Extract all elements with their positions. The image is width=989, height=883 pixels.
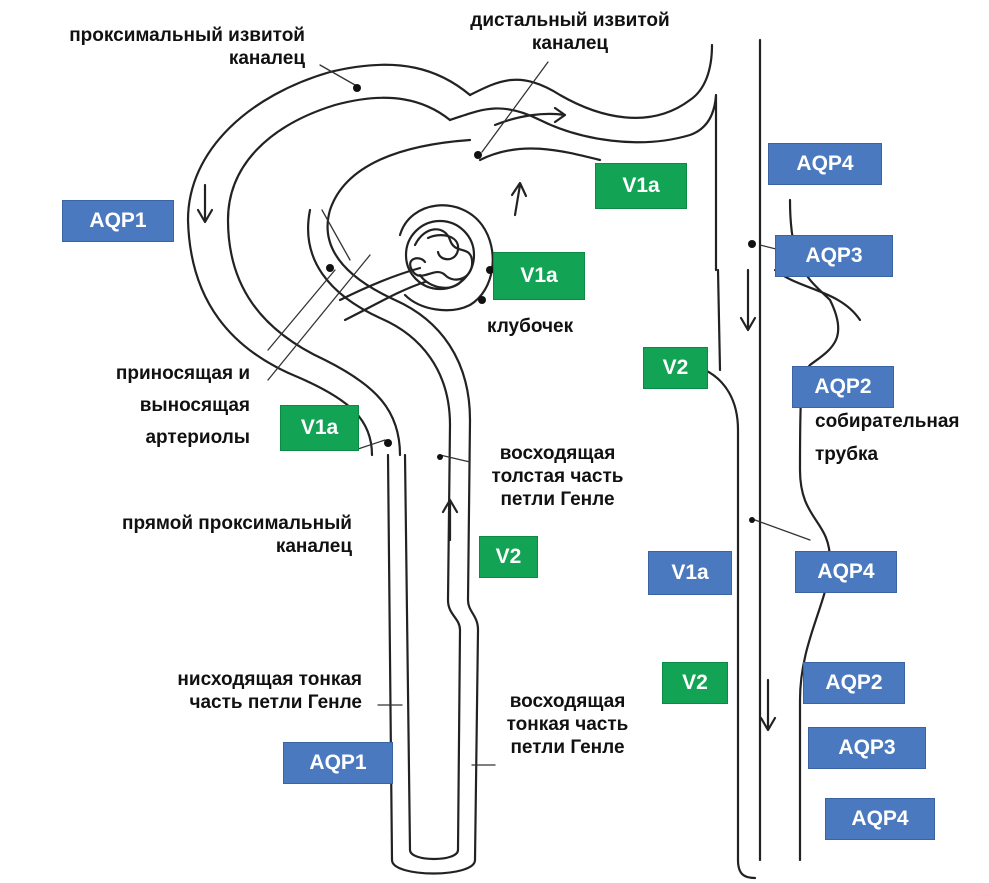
arrow-ascending-thick <box>443 500 457 540</box>
label-line: тонкая часть <box>485 713 650 736</box>
label-line: каналец <box>5 47 305 70</box>
label-line: каналец <box>40 535 352 558</box>
label-distal-convoluted-tubule: дистальный извитой каналец <box>430 9 710 55</box>
label-line: собирательная <box>815 410 960 433</box>
badge-aqp2-top: AQP2 <box>792 366 894 408</box>
badge-v2-loop: V2 <box>479 536 538 578</box>
label-collecting-duct: собирательная трубка <box>815 410 960 466</box>
arrow-duct-bottom <box>761 680 775 730</box>
label-line: каналец <box>430 32 710 55</box>
label-line: дистальный извитой <box>430 9 710 32</box>
label-line: петли Генле <box>485 736 650 759</box>
distal-tubule-lower-wall <box>480 148 600 160</box>
label-proximal-convoluted-tubule: проксимальный извитой каналец <box>5 24 305 70</box>
label-line: толстая часть <box>470 465 645 488</box>
badge-aqp4-top: AQP4 <box>768 143 882 185</box>
label-line: петли Генле <box>470 488 645 511</box>
label-thin-descending-limb: нисходящая тонкая часть петли Генле <box>100 668 362 714</box>
badge-v1a-distal: V1a <box>595 163 687 209</box>
label-line: восходящая <box>485 690 650 713</box>
badge-aqp1-proximal: AQP1 <box>62 200 174 242</box>
proximal-tubule-inner-wall <box>228 98 450 455</box>
label-thick-ascending-limb: восходящая толстая часть петли Генле <box>470 442 645 511</box>
label-line: прямой проксимальный <box>40 512 352 535</box>
badge-v1a-duct: V1a <box>648 551 732 595</box>
label-line: проксимальный извитой <box>5 24 305 47</box>
badge-aqp1-descending: AQP1 <box>283 742 393 784</box>
arrow-duct-top <box>741 270 755 330</box>
label-glomerulus: клубочек <box>487 315 573 338</box>
glomerulus-tuft <box>406 221 474 289</box>
badge-v2-lower: V2 <box>662 662 728 704</box>
label-line: часть петли Генле <box>100 691 362 714</box>
arrow-ascending-top <box>512 183 526 215</box>
label-straight-proximal-tubule: прямой проксимальный каналец <box>40 512 352 558</box>
arrow-proximal <box>198 185 212 222</box>
descending-limb-outer-wall <box>388 420 478 874</box>
badge-aqp2-bottom: AQP2 <box>803 662 905 704</box>
badge-v2-mid: V2 <box>643 347 708 389</box>
label-line: нисходящая тонкая <box>100 668 362 691</box>
label-line: трубка <box>815 443 960 466</box>
collecting-duct-branch <box>775 270 860 320</box>
ascending-left-wall <box>718 270 720 370</box>
label-thin-ascending-limb: восходящая тонкая часть петли Генле <box>485 690 650 759</box>
label-line: приносящая и <box>40 362 250 385</box>
badge-aqp4-mid: AQP4 <box>795 551 897 593</box>
badge-v1a-glomerulus: V1a <box>493 252 585 300</box>
label-line: артериолы <box>40 426 250 449</box>
ascending-right-wall <box>705 370 755 878</box>
label-line: выносящая <box>40 394 250 417</box>
badge-aqp3-top: AQP3 <box>775 235 893 277</box>
label-line: восходящая <box>470 442 645 465</box>
label-line: клубочек <box>487 315 573 338</box>
badge-aqp3-bottom: AQP3 <box>808 727 926 769</box>
distal-tubule-outer-wall <box>470 45 712 118</box>
badge-aqp4-bottom: AQP4 <box>825 798 935 840</box>
label-arterioles: приносящая и выносящая артериолы <box>40 362 250 449</box>
descending-limb-inner-wall <box>405 425 460 859</box>
badge-v1a-arterioles: V1a <box>280 405 359 451</box>
